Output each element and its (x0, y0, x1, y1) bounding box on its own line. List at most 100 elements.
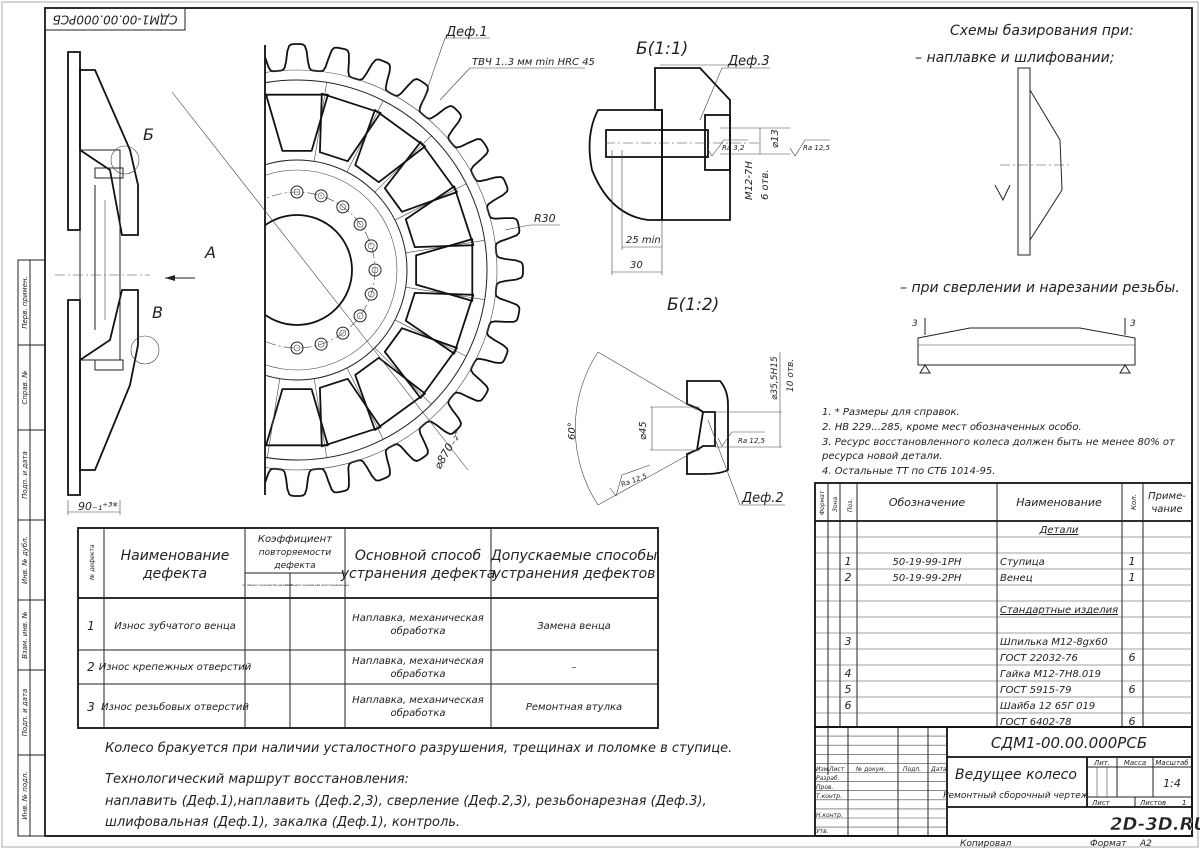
row-name: Износ зубчатого венца (114, 620, 236, 632)
row-main: обработка (390, 668, 445, 680)
bolt-hole-inner (371, 266, 379, 274)
route-line: шлифовальная (Деф.1), закалка (Деф.1), к… (105, 815, 460, 830)
bolt-hole (368, 263, 382, 277)
spec-row: 1 50-19-99-1РН Ступица 1 (845, 555, 1136, 568)
detail-b11-def: Деф.3 (727, 54, 770, 69)
spec-section-title: Стандартные изделия (1000, 605, 1118, 616)
spec-row: Стандартные изделия (1000, 605, 1118, 616)
view-a-label: А (204, 243, 216, 262)
header-num: № дефекта (89, 544, 96, 581)
gear-window (319, 92, 382, 163)
route-title: Технологический маршрут восстановления: (105, 772, 409, 787)
gear-window (383, 327, 458, 399)
radius-label: R30 (534, 212, 556, 225)
spec-name: Шайба 12 65Г 019 (1000, 700, 1095, 712)
title-col-label: Изм. (816, 766, 830, 773)
detail-b12-count: 10 отв. (786, 359, 796, 392)
spec-name: Гайка М12-7Н8.019 (1000, 669, 1101, 680)
spec-designation: 50-19-99-1РН (893, 557, 962, 568)
row-main: обработка (390, 707, 445, 719)
bolt-hole (353, 217, 367, 231)
side-margin-label: Подп. и дата (21, 689, 29, 737)
spec-name: ГОСТ 5915-79 (1000, 685, 1072, 696)
bolt-hole-inner (356, 312, 364, 320)
spec-pos: 3 (845, 635, 852, 648)
row-num: 1 (87, 619, 95, 633)
gear-outline (265, 43, 524, 497)
title-col-label: № докум. (855, 766, 886, 773)
doc-subtitle: Ремонтный сборочный чертеж (943, 791, 1090, 801)
spec-header-note: Приме- (1148, 491, 1186, 502)
bolt-hole (336, 326, 350, 340)
spec-pos: 5 (845, 683, 852, 696)
spec-qty: 6 (1129, 715, 1136, 728)
header-alt: устранения дефектов (492, 566, 656, 582)
basing-schemes: Схемы базирования при: – наплавке и шлиф… (900, 23, 1180, 374)
reject-note: Колесо бракуется при наличии усталостног… (105, 741, 732, 756)
label-v: В (152, 303, 163, 322)
detail-b11-dia: ⌀13 (770, 129, 781, 148)
row-name: Износ резьбовых отверстий (101, 701, 249, 713)
bolt-hole (290, 341, 304, 355)
bolt-hole-inner (339, 329, 347, 337)
bolt-hole-inner (339, 203, 347, 211)
row-main: Наплавка, механическая (352, 656, 484, 667)
detail-b12-angle: 60° (567, 422, 578, 440)
spec-qty: 6 (1129, 651, 1136, 664)
detail-b11-depth-min: 25 min (626, 235, 661, 246)
schemes-title: Схемы базирования при: (950, 23, 1134, 39)
gear-rim-circle (265, 79, 488, 461)
spec-header-pos: Поз. (847, 499, 854, 512)
doc-code: СДМ1-00.00.000РСБ (991, 734, 1147, 752)
title-role-label: Утв. (816, 828, 829, 835)
detail-b11-ra2: Ra 12,5 (803, 144, 831, 152)
header-coef: повторяемости (259, 548, 332, 558)
header-coef: Коэффициент (258, 534, 333, 545)
bolt-hole (364, 287, 378, 301)
hub-circle (265, 159, 408, 381)
spec-pos: 6 (845, 699, 852, 712)
row-num: 2 (87, 660, 95, 674)
spec-pos: 2 (845, 571, 852, 584)
bolt-hole-inner (293, 188, 301, 196)
spec-name: Ступица (1000, 557, 1045, 568)
detail-b-1-1: Б(1:1) Деф.3 ⌀13 M12-7H 6 отв. Ra 3,2 Ra… (588, 39, 831, 275)
bolt-hole-inner (367, 290, 375, 298)
bore-circle (265, 214, 353, 326)
spec-qty: 1 (1129, 555, 1136, 568)
title-col-label: Подп. (903, 766, 921, 773)
label-b: Б (143, 125, 154, 144)
bolt-circle (265, 191, 376, 349)
detail-b12-dia: ⌀45 (638, 421, 649, 440)
bolt-hole-inner (317, 340, 325, 348)
side-margin-label: Взам. инв. № (21, 611, 29, 659)
row-num: 3 (87, 700, 95, 714)
spec-pos: 1 (845, 555, 852, 568)
spec-pos: 4 (845, 667, 852, 680)
spoke-line (266, 378, 281, 458)
format-value: А2 (1139, 839, 1152, 849)
side-view: А Б В 90₋₁⁺³* (55, 51, 216, 515)
header-name: дефекта (142, 566, 207, 582)
route-line: наплавить (Деф.1),наплавить (Деф.2,3), с… (105, 794, 707, 809)
detail-b12-ra1: Ra 12,5 (738, 437, 766, 445)
detail-b11-ra1: Ra 3,2 (722, 144, 745, 152)
title-col-label: Дата (930, 766, 947, 773)
side-margin-label: Перв. примен. (21, 276, 29, 329)
side-margin-label: Подп. и дата (21, 451, 29, 499)
detail-b12-title: Б(1:2) (667, 295, 719, 315)
sheets-count: 1 (1182, 799, 1186, 807)
header-coef: дефекта (273, 561, 315, 571)
spec-qty: 6 (1129, 683, 1136, 696)
row-main: обработка (390, 625, 445, 637)
header-coef-b: от общего количества восстановленных (285, 583, 349, 587)
title-role-label: Разраб. (816, 775, 840, 782)
def1-label: Деф.1 (445, 25, 488, 40)
gear-window (404, 185, 475, 248)
hub-inner-circle (265, 169, 398, 371)
header-main: устранения дефекта (340, 566, 496, 582)
gear-window (354, 356, 426, 431)
